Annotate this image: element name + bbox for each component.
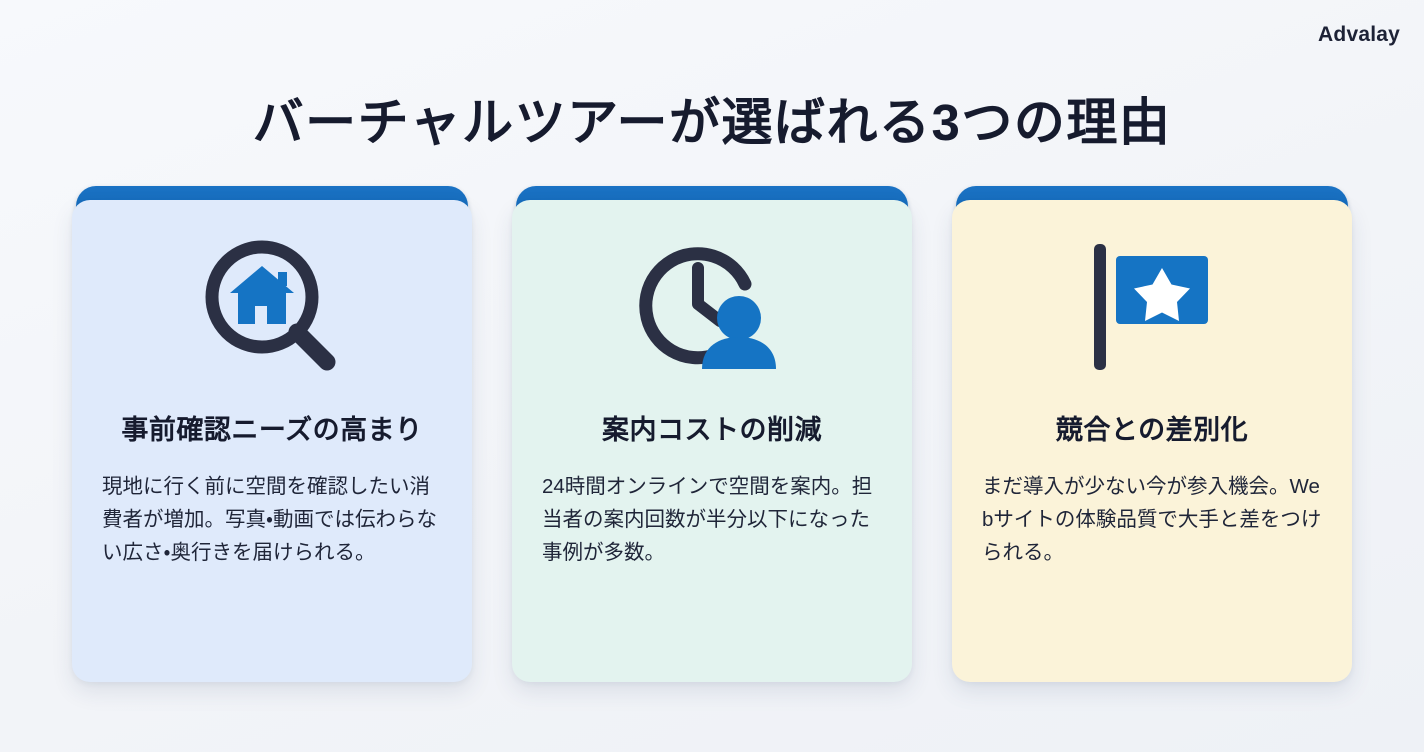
reason-card-1[interactable]: 事前確認ニーズの高まり 現地に行く前に空間を確認したい消費者が増加。写真・動画で…	[72, 186, 472, 684]
clock-person-icon	[534, 200, 890, 414]
flag-star-icon	[974, 200, 1330, 414]
card-surface-1: 事前確認ニーズの高まり 現地に行く前に空間を確認したい消費者が増加。写真・動画で…	[72, 200, 472, 682]
reason-card-3[interactable]: 競合との差別化 まだ導入が少ない今が参入機会。Webサイトの体験品質で大手と差を…	[952, 186, 1352, 684]
card-title-3: 競合との差別化	[1055, 415, 1249, 445]
card-body-2: 24時間オンラインで空間を案内。担当者の案内回数が半分以下になった事例が多数。	[542, 474, 873, 565]
page-title: バーチャルツアーが選ばれる3つの理由	[252, 94, 1172, 152]
card-title-1: 事前確認ニーズの高まり	[121, 415, 423, 445]
brand-logo: Advalay	[1318, 23, 1400, 46]
house-magnifier-icon	[94, 200, 450, 414]
reasons-card-deck: 事前確認ニーズの高まり 現地に行く前に空間を確認したい消費者が増加。写真・動画で…	[72, 186, 1352, 686]
card-surface-3: 競合との差別化 まだ導入が少ない今が参入機会。Webサイトの体験品質で大手と差を…	[952, 200, 1352, 682]
card-body-3: まだ導入が少ない今が参入機会。Webサイトの体験品質で大手と差をつけられる。	[982, 474, 1322, 565]
reason-card-2[interactable]: 案内コストの削減 24時間オンラインで空間を案内。担当者の案内回数が半分以下にな…	[512, 186, 912, 684]
card-body-1: 現地に行く前に空間を確認したい消費者が増加。写真・動画では伝わらない広さ・奥行き…	[102, 474, 437, 565]
card-surface-2: 案内コストの削減 24時間オンラインで空間を案内。担当者の案内回数が半分以下にな…	[512, 200, 912, 682]
card-title-2: 案内コストの削減	[602, 415, 822, 445]
